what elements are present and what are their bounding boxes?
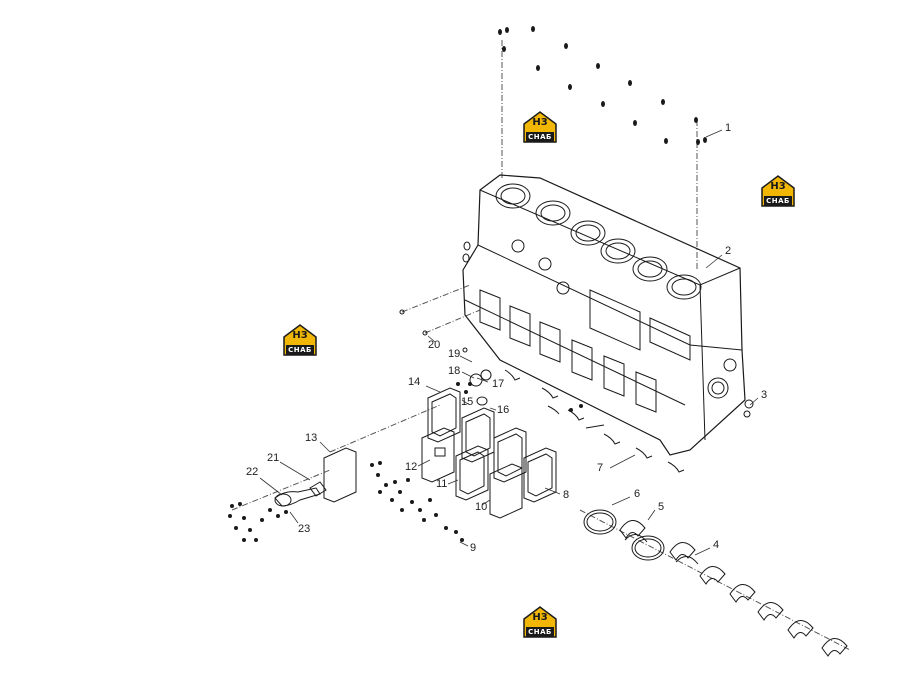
logo-mark: H3 <box>532 612 548 623</box>
callout-18: 18 <box>448 365 461 377</box>
callout-8: 8 <box>563 489 570 501</box>
assembly-lines <box>231 40 851 651</box>
logo-text: СНАБ <box>528 628 552 636</box>
piston-cooling-jets <box>504 369 685 473</box>
callout-14: 14 <box>408 376 421 388</box>
cover-bolts <box>228 382 583 542</box>
logo-text: СНАБ <box>766 197 790 205</box>
callout-5: 5 <box>658 501 665 513</box>
callout-10: 10 <box>475 501 488 513</box>
house-logo-icon <box>523 606 557 638</box>
callout-3: 3 <box>761 389 768 401</box>
logo-text: СНАБ <box>528 133 552 141</box>
callout-7: 7 <box>597 462 604 474</box>
logo-mark: H3 <box>292 330 308 341</box>
engine-block <box>462 174 746 456</box>
callout-23: 23 <box>298 523 311 535</box>
leader-lines <box>259 129 759 556</box>
house-logo-icon <box>761 175 795 207</box>
callout-6: 6 <box>634 488 641 500</box>
plugs <box>399 241 754 418</box>
callout-9: 9 <box>470 542 477 554</box>
callout-21: 21 <box>267 452 280 464</box>
watermark-logo: H3 СНАБ <box>522 110 558 144</box>
logo-mark: H3 <box>532 117 548 128</box>
callout-12: 12 <box>405 461 418 473</box>
watermark-logo: H3 СНАБ <box>522 605 558 639</box>
callout-4: 4 <box>713 539 720 551</box>
callout-15: 15 <box>461 396 474 408</box>
callout-1: 1 <box>725 122 732 134</box>
callout-19: 19 <box>448 348 461 360</box>
callout-16: 16 <box>497 404 510 416</box>
side-covers <box>323 387 557 519</box>
callout-13: 13 <box>305 432 318 444</box>
callout-20: 20 <box>428 339 441 351</box>
callout-17: 17 <box>492 378 505 390</box>
callout-22: 22 <box>246 466 259 478</box>
house-logo-icon <box>523 111 557 143</box>
house-logo-icon <box>283 324 317 356</box>
watermark-logo: H3 СНАБ <box>760 174 796 208</box>
logo-text: СНАБ <box>288 346 312 354</box>
watermark-logo: H3 СНАБ <box>282 323 318 357</box>
logo-mark: H3 <box>770 181 786 192</box>
head-bolts <box>498 26 707 145</box>
callout-2: 2 <box>725 245 732 257</box>
bearings <box>583 509 848 657</box>
oil-pipe <box>274 481 327 507</box>
callout-11: 11 <box>436 478 448 490</box>
